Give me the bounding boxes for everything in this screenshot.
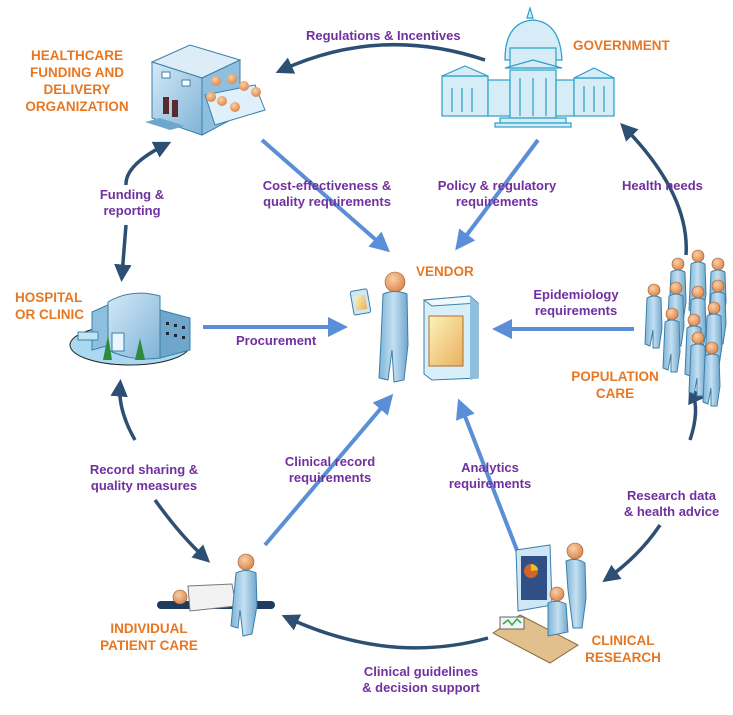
arrow-clinical-record xyxy=(263,393,394,547)
crowd-person-head xyxy=(705,341,719,355)
arrow-funding xyxy=(124,141,172,186)
crowd-person-head xyxy=(665,307,679,321)
crowd-person-head xyxy=(691,249,705,263)
crowd-person-head xyxy=(691,285,705,299)
arrow-population-up xyxy=(688,385,705,441)
crowd-icon xyxy=(644,249,727,407)
arrow-guidelines xyxy=(281,614,489,650)
crowd-person-head xyxy=(691,331,705,345)
crowd-person xyxy=(644,295,663,349)
arrow-funding-down xyxy=(114,224,132,282)
edge-label-record-sharing: Record sharing &quality measures xyxy=(89,462,199,494)
edge-label-health-needs: Health needs xyxy=(622,178,703,193)
arrow-research-data xyxy=(602,524,662,583)
arrow-health-needs xyxy=(620,122,688,256)
edge-label-procurement: Procurement xyxy=(236,333,317,348)
crowd-person-head xyxy=(647,283,661,297)
edge-label-cost: Cost-effectiveness &quality requirements xyxy=(262,178,392,210)
edge-label-regulations: Regulations & Incentives xyxy=(306,28,461,43)
edge-label-research-data: Research data& health advice xyxy=(623,488,720,520)
office-building-meeting-icon xyxy=(145,44,266,136)
crowd-person-head xyxy=(711,257,725,271)
edge-label-guidelines: Clinical guidelines& decision support xyxy=(362,664,480,696)
arrow-cost xyxy=(260,138,391,253)
crowd-person-head xyxy=(669,281,683,295)
crowd-person-head xyxy=(687,313,701,327)
node-label-vendor: VENDOR xyxy=(416,264,474,279)
arrow-policy xyxy=(455,138,540,251)
arrow-regulations xyxy=(275,43,486,74)
patient-doctor-icon xyxy=(157,553,275,637)
edge-label-funding: Funding &reporting xyxy=(99,187,165,219)
arrow-record-sharing-down xyxy=(153,498,211,563)
node-label-government: GOVERNMENT xyxy=(573,38,670,53)
crowd-person xyxy=(662,319,681,373)
vendor-person-server-icon xyxy=(349,271,480,383)
arrow-analytics xyxy=(456,398,522,559)
hospital-building-icon xyxy=(69,292,191,366)
crowd-person xyxy=(688,343,707,397)
researchers-computer-icon xyxy=(492,542,587,664)
crowd-person-head xyxy=(707,301,721,315)
crowd-person-head xyxy=(671,257,685,271)
arrow-record-sharing-up xyxy=(110,379,137,441)
capitol-building-icon xyxy=(441,5,615,128)
crowd-person xyxy=(702,353,721,407)
crowd-person-head xyxy=(711,279,725,293)
